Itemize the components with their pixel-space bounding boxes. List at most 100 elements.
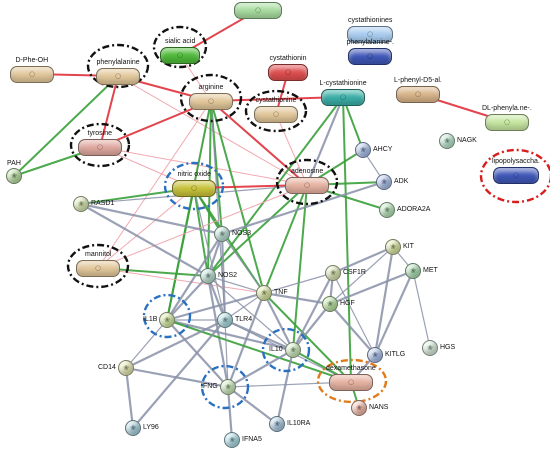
edge-kit-kitlg: [373, 246, 395, 356]
node-arginine[interactable]: ○: [189, 92, 233, 110]
structure-glyph-icon: ❀: [356, 404, 362, 412]
node-label-ifng: IFNG: [201, 383, 218, 390]
node-tnf[interactable]: ❀: [256, 285, 272, 301]
edge-adenosine-il10: [292, 184, 308, 351]
node-pah[interactable]: ❀: [6, 168, 22, 184]
structure-glyph-icon: ○: [284, 68, 292, 76]
node-csf1r[interactable]: ❀: [325, 265, 341, 281]
node-label-adora2a: ADORA2A: [397, 206, 431, 213]
edge-met-hgf: [329, 269, 414, 306]
edge-ifng-ifna5: [226, 386, 234, 441]
node-ifng[interactable]: ❀: [220, 379, 236, 395]
node-cystathionin[interactable]: ○: [268, 63, 308, 81]
node-label-mannitol: mannitol: [85, 251, 112, 258]
node-label-pah: PAH: [7, 160, 21, 167]
structure-glyph-icon: ○: [303, 181, 311, 189]
edge-tlr4-ly96: [132, 319, 226, 429]
ring-tyrosine-highlight: [69, 122, 131, 168]
node-d-galnac[interactable]: ○: [234, 1, 282, 19]
node-hgf[interactable]: ❀: [322, 296, 338, 312]
node-d-phe-oh[interactable]: ○: [10, 65, 54, 83]
structure-glyph-icon: ○: [366, 30, 374, 38]
node-dexamethasone[interactable]: ○: [329, 373, 373, 391]
structure-glyph-icon: ❀: [225, 383, 231, 391]
structure-glyph-icon: ○: [366, 52, 374, 60]
node-hgs[interactable]: ❀: [422, 340, 438, 356]
node-il10ra[interactable]: ❀: [269, 416, 285, 432]
node-rasd1[interactable]: ❀: [73, 196, 89, 212]
structure-glyph-icon: ❀: [219, 230, 225, 238]
node-adora2a[interactable]: ❀: [379, 202, 395, 218]
edge-tyrosine-adenosine: [99, 146, 308, 186]
node-cd14[interactable]: ❀: [118, 360, 134, 376]
node-adk[interactable]: ❀: [376, 174, 392, 190]
node-label-kit: KIT: [403, 243, 414, 250]
ring-arginine-highlight: [179, 73, 243, 123]
node-tyrosine[interactable]: ○: [78, 138, 122, 156]
node-ly96[interactable]: ❀: [125, 420, 141, 436]
structure-glyph-icon: ❀: [164, 316, 170, 324]
node-ifna5[interactable]: ❀: [224, 432, 240, 448]
edge-nos3-tlr4: [220, 233, 227, 321]
node-ahcy[interactable]: ❀: [355, 142, 371, 158]
structure-glyph-icon: ❀: [78, 200, 84, 208]
ring-dexamethasone-highlight: [316, 358, 388, 404]
edge-l-cystathionine-ahcy: [342, 96, 364, 151]
edge-nos3-il1b: [166, 233, 223, 321]
node-met[interactable]: ❀: [405, 263, 421, 279]
node-sialic-acid[interactable]: ○: [160, 46, 200, 64]
ring-nitric-oxide-highlight: [163, 161, 225, 211]
node-tlr4[interactable]: ❀: [217, 312, 233, 328]
edge-phenylalanine-pah: [13, 75, 119, 177]
edge-il1b-cd14: [125, 319, 168, 369]
edge-nitric-oxide-tnf: [193, 187, 265, 294]
node-nos2[interactable]: ❀: [200, 268, 216, 284]
node-cystathionines[interactable]: ○: [347, 25, 393, 43]
structure-glyph-icon: ❀: [427, 344, 433, 352]
node-label-ifna5: IFNA5: [242, 436, 262, 443]
node-nos3[interactable]: ❀: [214, 226, 230, 242]
structure-glyph-icon: ❀: [205, 272, 211, 280]
node-kitlg[interactable]: ❀: [367, 347, 383, 363]
node-label-adk: ADK: [394, 178, 409, 185]
edge-nos3-tnf: [221, 233, 265, 294]
node-adenosine[interactable]: ○: [285, 176, 329, 194]
ring-adenosine-highlight: [275, 158, 339, 206]
node-il10[interactable]: ❀: [285, 342, 301, 358]
edge-tnf-il1b: [166, 291, 265, 322]
node-label-dexamethasone: dexamethasone: [326, 365, 376, 372]
node-label-l-phenyl-d5: L-phenyl-D5-al.: [394, 77, 442, 84]
structure-glyph-icon: ❀: [372, 351, 378, 359]
node-l-cystathionine[interactable]: ○: [321, 88, 365, 106]
ring-mannitol-highlight: [66, 243, 130, 289]
node-il1b[interactable]: ❀: [159, 312, 175, 328]
edge-rasd1-nos2: [80, 203, 209, 277]
edge-tlr4-ifng: [224, 319, 229, 388]
edge-arginine-mannitol: [97, 100, 212, 269]
node-cystathionine[interactable]: ○: [254, 105, 298, 123]
node-l-phenyl-d5[interactable]: ○: [396, 85, 440, 103]
node-label-l-cystathionine: L-cystathionine: [319, 80, 367, 87]
node-mannitol[interactable]: ○: [76, 259, 120, 277]
edge-arginine-tnf: [210, 100, 265, 294]
edge-adenosine-nos2: [207, 184, 308, 277]
node-nans[interactable]: ❀: [351, 400, 367, 416]
node-nagk[interactable]: ❀: [439, 133, 455, 149]
node-phenylalanine-minus[interactable]: ○: [348, 47, 392, 65]
node-label-met: MET: [423, 267, 438, 274]
edge-tnf-dexamethasone: [263, 292, 352, 383]
ring-il1b-highlight: [142, 293, 192, 339]
node-label-nitric-oxide: nitric oxide: [177, 171, 211, 178]
node-label-tnf: TNF: [274, 289, 288, 296]
structure-glyph-icon: ❀: [222, 316, 228, 324]
node-label-nos2: NOS2: [218, 272, 238, 279]
node-kit[interactable]: ❀: [385, 239, 401, 255]
node-nitric-oxide[interactable]: ○: [172, 179, 216, 197]
structure-glyph-icon: ○: [176, 51, 184, 59]
structure-glyph-icon: ○: [347, 378, 355, 386]
node-label-cystathionin: cystathionin: [269, 55, 307, 62]
node-dl-phenyla[interactable]: ○: [485, 113, 529, 131]
node-label-nagk: NAGK: [457, 137, 477, 144]
node-lipopolysaccharide[interactable]: ○: [493, 166, 539, 184]
node-phenylalanine[interactable]: ○: [96, 67, 140, 85]
